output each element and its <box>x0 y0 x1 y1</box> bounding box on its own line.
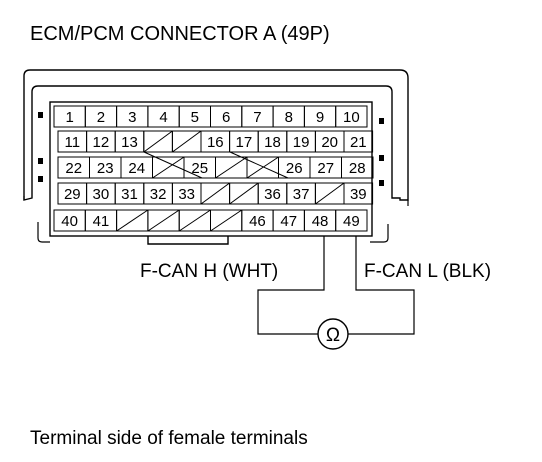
probe-wire-f-can-l <box>348 236 415 335</box>
blocked-cavity-mark <box>229 151 289 179</box>
terminal-number: 41 <box>93 213 110 230</box>
right-key-bump <box>379 118 384 124</box>
terminal-number: 26 <box>286 160 303 177</box>
terminal-number: 33 <box>178 186 195 203</box>
diagram-title: ECM/PCM CONNECTOR A (49P) <box>30 23 330 45</box>
blocked-cavity-mark <box>246 156 279 179</box>
terminal-number: 22 <box>65 160 82 177</box>
terminal-number: 36 <box>264 186 281 203</box>
terminal-number: 16 <box>207 134 224 151</box>
left-key-bump <box>38 176 43 182</box>
blocked-cavity-mark <box>210 209 243 232</box>
probe-label-f-can-h: F-CAN H (WHT) <box>140 261 278 282</box>
terminal-number: 24 <box>128 160 145 177</box>
right-key-bump <box>379 155 384 161</box>
terminal-number: 3 <box>128 109 136 126</box>
terminal-number: 10 <box>343 109 360 126</box>
terminal-number: 4 <box>159 109 167 126</box>
terminal-number: 32 <box>150 186 167 203</box>
terminal-number: 47 <box>280 213 297 230</box>
footer-caption: Terminal side of female terminals <box>30 428 308 449</box>
latch-tab <box>147 236 229 245</box>
terminal-number: 30 <box>93 186 110 203</box>
blocked-cavity-mark <box>200 182 230 205</box>
terminal-number: 2 <box>97 109 105 126</box>
blocked-cavity-mark <box>178 209 211 232</box>
blocked-cavity-mark <box>315 182 345 205</box>
terminal-number: 37 <box>293 186 310 203</box>
terminal-cell <box>341 156 374 179</box>
terminal-number: 13 <box>121 134 138 151</box>
terminal-cell <box>343 130 374 153</box>
terminal-number: 40 <box>61 213 78 230</box>
terminal-cell <box>335 209 368 232</box>
terminal-number: 27 <box>317 160 334 177</box>
terminal-number: 46 <box>249 213 266 230</box>
terminal-number: 12 <box>93 134 110 151</box>
terminal-number: 9 <box>316 109 324 126</box>
blocked-cavity-mark <box>143 130 173 153</box>
blocked-cavity-mark <box>152 156 185 179</box>
blocked-cavity-mark <box>143 151 203 179</box>
terminal-number: 28 <box>349 160 366 177</box>
probe-wire-f-can-h <box>257 236 325 335</box>
housing-left-shoulder <box>23 196 50 243</box>
terminal-cell <box>335 105 368 128</box>
terminal-number: 49 <box>343 213 360 230</box>
housing-right-shoulder <box>370 200 409 243</box>
terminal-number: 48 <box>312 213 329 230</box>
terminal-number: 21 <box>350 134 367 151</box>
terminal-block <box>49 101 373 237</box>
ohmmeter-icon <box>317 318 349 350</box>
blocked-cavity-mark <box>215 156 248 179</box>
terminal-number: 31 <box>121 186 138 203</box>
terminal-number: 5 <box>191 109 199 126</box>
terminal-number: 23 <box>97 160 114 177</box>
terminal-number: 39 <box>350 186 367 203</box>
terminal-number: 8 <box>285 109 293 126</box>
terminal-number: 17 <box>236 134 253 151</box>
terminal-number: 6 <box>222 109 230 126</box>
connector-housing <box>23 69 409 201</box>
left-key-bump <box>38 112 43 118</box>
probe-label-f-can-l: F-CAN L (BLK) <box>364 261 491 282</box>
terminal-number: 18 <box>264 134 281 151</box>
terminal-cell <box>343 182 374 205</box>
terminal-number: 20 <box>321 134 338 151</box>
terminal-number: 7 <box>253 109 261 126</box>
blocked-cavity-mark <box>172 130 202 153</box>
terminal-number: 29 <box>64 186 81 203</box>
blocked-cavity-mark <box>229 182 259 205</box>
terminal-number: 19 <box>293 134 310 151</box>
terminal-number: 25 <box>191 160 208 177</box>
right-key-bump <box>379 180 384 186</box>
terminal-number: 1 <box>65 109 73 126</box>
blocked-cavity-mark <box>116 209 149 232</box>
terminal-number: 11 <box>65 134 81 151</box>
left-key-bump <box>38 158 43 164</box>
blocked-cavity-mark <box>147 209 180 232</box>
ohm-symbol: Ω <box>326 325 340 346</box>
